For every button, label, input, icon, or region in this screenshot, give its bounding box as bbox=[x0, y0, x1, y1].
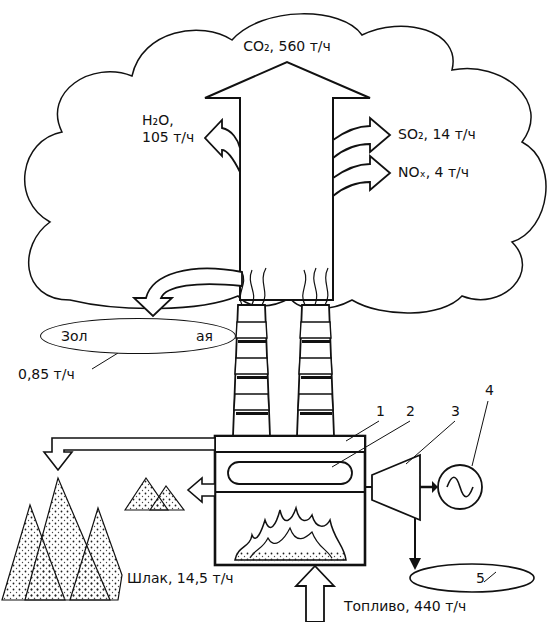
flow-label: Топливо, 440 т/ч bbox=[342, 598, 468, 615]
node-text: ая bbox=[196, 328, 213, 345]
ash-oval: Зол ая bbox=[40, 318, 236, 354]
flow-rate: 0,85 т/ч bbox=[16, 366, 77, 383]
smoke bbox=[240, 268, 328, 305]
callout-number: 2 bbox=[404, 403, 417, 420]
callout-leaders bbox=[92, 353, 496, 582]
slag-arrow bbox=[44, 438, 215, 470]
h2o-arrow bbox=[205, 120, 240, 172]
so2-arrow bbox=[333, 118, 390, 158]
node-text: Зол bbox=[61, 328, 88, 345]
chimneys bbox=[233, 305, 334, 436]
emission-cloud bbox=[25, 14, 546, 313]
emission-label: NOₓ, 4 т/ч bbox=[396, 164, 471, 181]
callout-number: 1 bbox=[374, 403, 387, 420]
callout-number: 3 bbox=[449, 403, 462, 420]
emission-label: CO₂, 560 т/ч bbox=[241, 38, 333, 55]
callout-number: 5 bbox=[474, 570, 487, 587]
flow-label: Шлак, 14,5 т/ч bbox=[125, 570, 236, 587]
nox-arrow bbox=[333, 156, 390, 196]
turbine-generator bbox=[365, 455, 534, 592]
slag-arrow bbox=[188, 478, 215, 502]
emission-label: H₂O, 105 т/ч bbox=[140, 112, 202, 146]
boiler-house bbox=[215, 436, 365, 565]
ash-arrow bbox=[134, 268, 242, 316]
callout-number: 4 bbox=[483, 382, 496, 399]
fuel-arrow bbox=[296, 566, 334, 622]
emission-label: SO₂, 14 т/ч bbox=[396, 126, 478, 143]
